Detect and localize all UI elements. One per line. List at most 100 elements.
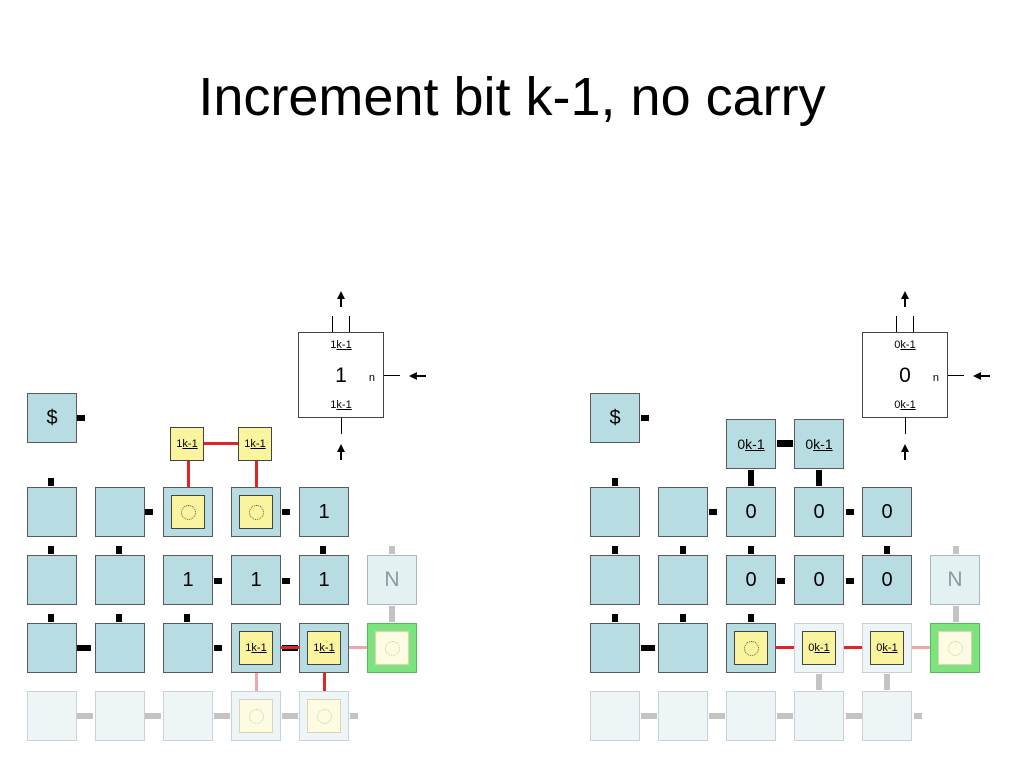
left-arrow-icon xyxy=(973,372,981,380)
circle-icon xyxy=(947,640,963,656)
glue-segment xyxy=(612,478,618,486)
glue-segment-faded xyxy=(709,713,725,719)
glue-segment xyxy=(680,546,686,554)
faded-tile xyxy=(231,691,281,741)
left-legend-side-label: n xyxy=(368,372,375,384)
glue-segment xyxy=(184,614,190,622)
glue-segment xyxy=(320,546,326,554)
glue-segment xyxy=(748,614,754,622)
grid-tile xyxy=(658,555,708,605)
left-legend-pin xyxy=(349,316,350,332)
bit-tile: 0 xyxy=(794,487,844,537)
faded-tile xyxy=(726,691,776,741)
faded-tile xyxy=(163,691,213,741)
bit-tile: 1 xyxy=(163,555,213,605)
arrow-shaft xyxy=(340,451,342,460)
circle-icon xyxy=(316,708,332,724)
left-legend-pin xyxy=(341,418,342,434)
left-legend-pin xyxy=(384,375,400,376)
glue-segment xyxy=(846,578,854,584)
glue-segment xyxy=(77,415,85,421)
glue-segment xyxy=(214,578,222,584)
glue-segment xyxy=(48,478,54,486)
glue-segment xyxy=(846,509,854,515)
glue-segment xyxy=(748,546,754,554)
red-bond-faded xyxy=(255,664,258,699)
right-legend-side-label: n xyxy=(932,372,939,384)
attaching-tile xyxy=(171,495,205,529)
grid-tile xyxy=(726,623,776,673)
red-bond-faded xyxy=(340,646,377,649)
glue-segment xyxy=(116,614,122,622)
bit-tile: 1 xyxy=(231,555,281,605)
glue-segment xyxy=(641,415,649,421)
grid-tile xyxy=(95,487,145,537)
bit-tile: 1 xyxy=(299,555,349,605)
glue-segment-faded xyxy=(914,713,922,719)
glue-segment xyxy=(612,546,618,554)
faded-tile xyxy=(299,691,349,741)
red-bond xyxy=(272,646,307,649)
arrow-shaft xyxy=(980,375,990,377)
grid-tile xyxy=(27,623,77,673)
glue-segment xyxy=(48,614,54,622)
arrow-shaft xyxy=(904,451,906,460)
red-bond xyxy=(187,460,190,495)
faded-tile xyxy=(862,691,912,741)
bit-tile: 0 xyxy=(726,555,776,605)
bit-tile: 0 xyxy=(862,555,912,605)
left-arrow-icon xyxy=(409,372,417,380)
faded-tile xyxy=(590,691,640,741)
highlight-tile xyxy=(367,623,417,673)
red-bond xyxy=(836,646,871,649)
grid-tile xyxy=(590,555,640,605)
grid-tile xyxy=(231,487,281,537)
seed-tile: $ xyxy=(590,393,640,443)
faded-tile xyxy=(794,691,844,741)
grid-tile xyxy=(163,623,213,673)
circle-icon xyxy=(743,640,759,656)
glue-segment xyxy=(282,578,290,584)
seed-tile: $ xyxy=(27,393,77,443)
highlight-tile xyxy=(930,623,980,673)
arrow-shaft xyxy=(416,375,426,377)
glue-segment xyxy=(48,546,54,554)
glue-segment xyxy=(641,645,655,651)
arrow-shaft xyxy=(904,298,906,307)
attaching-tile xyxy=(239,699,273,733)
glue-segment xyxy=(214,645,222,651)
glue-segment xyxy=(282,509,290,515)
bit-tile: 0 xyxy=(794,555,844,605)
glue-segment-faded xyxy=(641,713,657,719)
glue-segment-faded xyxy=(846,713,862,719)
right-legend-pin xyxy=(905,418,906,434)
glue-segment-faded xyxy=(214,713,230,719)
slide-title: Increment bit k-1, no carry xyxy=(198,67,826,127)
bit-tile: 0 xyxy=(862,487,912,537)
ghost-tile: N xyxy=(367,555,417,605)
arrow-shaft xyxy=(340,298,342,307)
glue-segment xyxy=(612,614,618,622)
attaching-tile xyxy=(239,495,273,529)
circle-icon xyxy=(180,504,196,520)
glue-segment-faded xyxy=(389,606,395,622)
attaching-tile xyxy=(375,631,409,665)
glue-segment-faded xyxy=(953,546,959,554)
grid-tile xyxy=(95,623,145,673)
grid-tile xyxy=(27,487,77,537)
glue-segment-faded xyxy=(77,713,93,719)
glue-segment xyxy=(777,578,785,584)
up-arrow-icon xyxy=(337,291,345,299)
glue-segment-faded xyxy=(389,546,395,554)
right-legend-pin xyxy=(896,316,897,332)
